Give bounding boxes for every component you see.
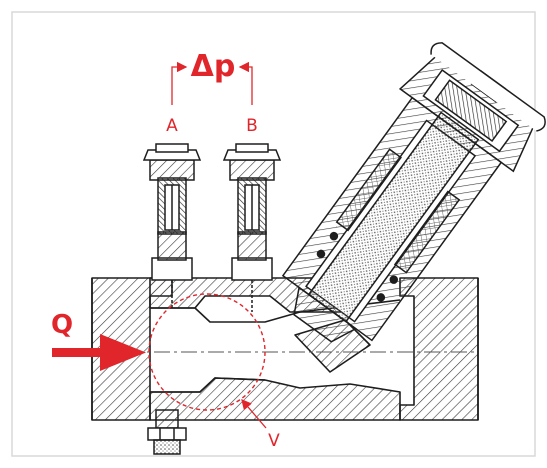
venturi-label: V — [268, 431, 280, 451]
test-port-b — [222, 143, 282, 312]
venturi-highlight — [148, 293, 266, 411]
annotations: Δp A B Q V — [51, 49, 280, 451]
venturi-leader — [241, 399, 267, 429]
port-b-label: B — [246, 116, 258, 136]
flow-label: Q — [51, 310, 73, 340]
delta-p-bracket — [171, 61, 188, 105]
flow-arrow — [52, 334, 146, 371]
delta-p-label: Δp — [191, 49, 236, 84]
test-port-a — [142, 143, 202, 308]
drain-plug — [147, 409, 187, 455]
port-a-label: A — [166, 116, 178, 136]
delta-p-bracket-right — [238, 61, 253, 105]
bonnet-assembly — [281, 42, 546, 343]
